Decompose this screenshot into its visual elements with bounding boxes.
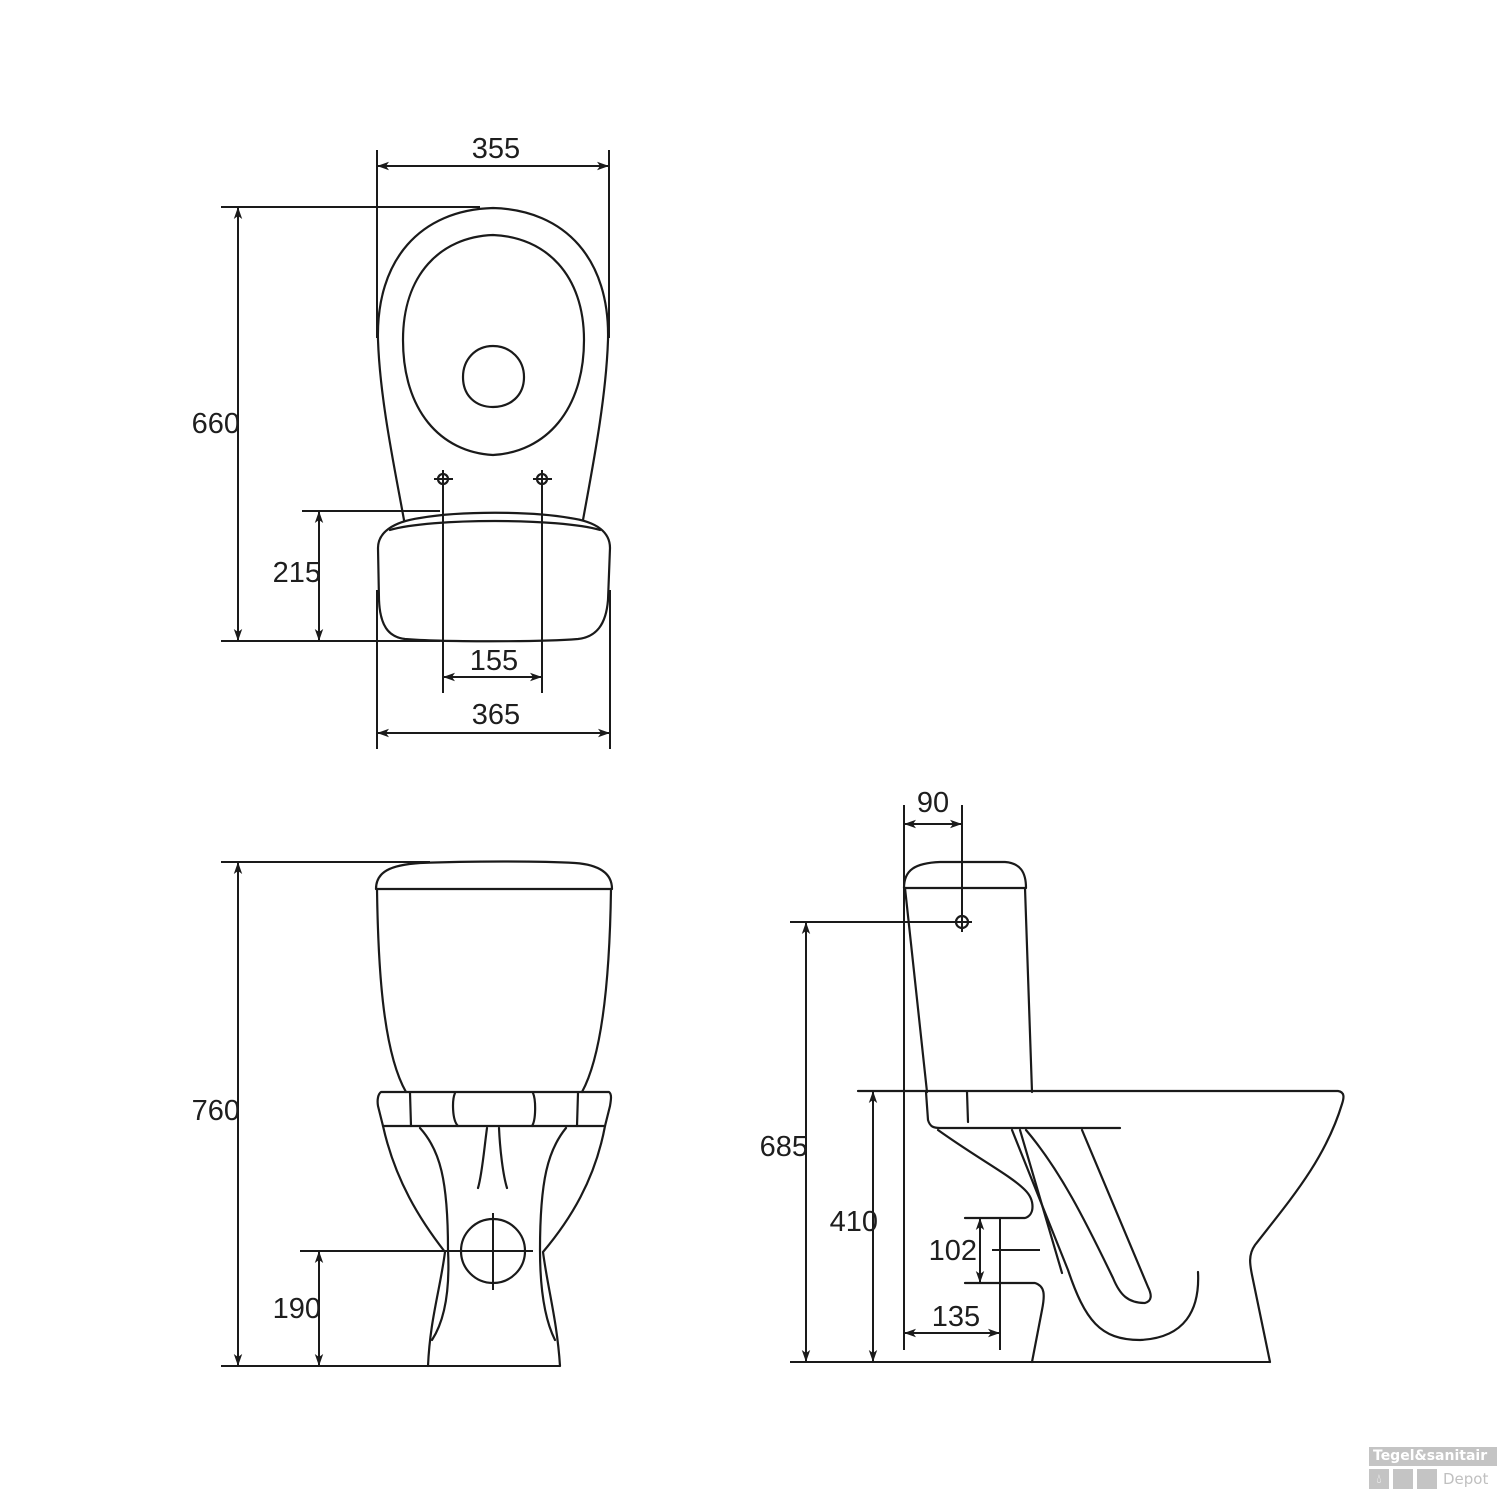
cistern-body bbox=[375, 887, 613, 1094]
top-view: 355 660 215 155 365 bbox=[192, 133, 612, 749]
seat-band bbox=[376, 1090, 613, 1128]
dim-outlet-wall-distance: 135 bbox=[932, 1301, 980, 1333]
dim-outlet-height: 190 bbox=[273, 1293, 321, 1325]
bowl-inner-rim bbox=[401, 233, 586, 457]
cistern-lid bbox=[374, 860, 614, 891]
dim-cistern-width: 365 bbox=[472, 699, 520, 731]
dim-cistern-depth: 215 bbox=[273, 557, 321, 589]
bowl-outer-outline bbox=[376, 206, 610, 522]
dim-top-width: 355 bbox=[472, 133, 520, 165]
dim-outlet-diameter: 102 bbox=[929, 1235, 977, 1267]
watermark-logo: Tegel&sanitair 💧︎ Depot bbox=[1369, 1447, 1497, 1497]
dim-seat-height: 410 bbox=[830, 1206, 878, 1238]
watermark-brand: Tegel&sanitair bbox=[1369, 1447, 1497, 1466]
side-cistern-lid bbox=[902, 860, 1028, 890]
side-cistern-body bbox=[903, 886, 1034, 1094]
side-view: 90 685 410 102 135 bbox=[760, 787, 1345, 1364]
dim-fixing-spacing: 155 bbox=[470, 645, 518, 677]
watermark-depot: Depot bbox=[1443, 1470, 1489, 1488]
cistern-lid-edge bbox=[388, 519, 602, 532]
cistern-top-outline bbox=[376, 511, 612, 643]
dim-total-height: 760 bbox=[192, 1095, 240, 1127]
drain-opening bbox=[461, 344, 526, 409]
water-drop-icon: 💧︎ bbox=[1369, 1469, 1389, 1489]
dim-inlet-offset: 90 bbox=[917, 787, 949, 819]
side-trap bbox=[936, 1128, 1045, 1364]
watermark-square bbox=[1417, 1469, 1437, 1489]
front-view: 760 190 bbox=[192, 860, 614, 1368]
dim-total-depth: 660 bbox=[192, 408, 240, 440]
side-bowl-outline bbox=[856, 1089, 1345, 1364]
watermark-square bbox=[1393, 1469, 1413, 1489]
dim-inlet-height: 685 bbox=[760, 1131, 808, 1163]
